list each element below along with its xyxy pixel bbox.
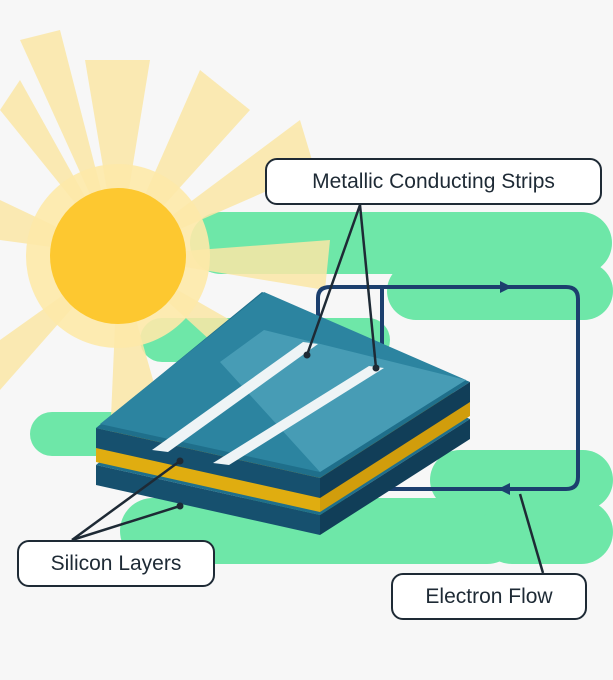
wind-streak <box>430 450 613 510</box>
electron-flow-label: Electron Flow <box>391 573 587 620</box>
solar-panel-icon <box>96 292 470 535</box>
wind-streak <box>480 500 613 564</box>
metallic-strips-label: Metallic Conducting Strips <box>265 158 602 205</box>
sun-icon <box>0 30 330 440</box>
leader-dots <box>176 351 380 510</box>
silicon-layers-label: Silicon Layers <box>17 540 215 587</box>
conducting-strip <box>152 342 318 452</box>
arrow-icon <box>500 281 512 293</box>
leader-lines <box>71 204 545 574</box>
arrow-icon <box>498 483 510 495</box>
conducting-strip <box>213 366 384 465</box>
